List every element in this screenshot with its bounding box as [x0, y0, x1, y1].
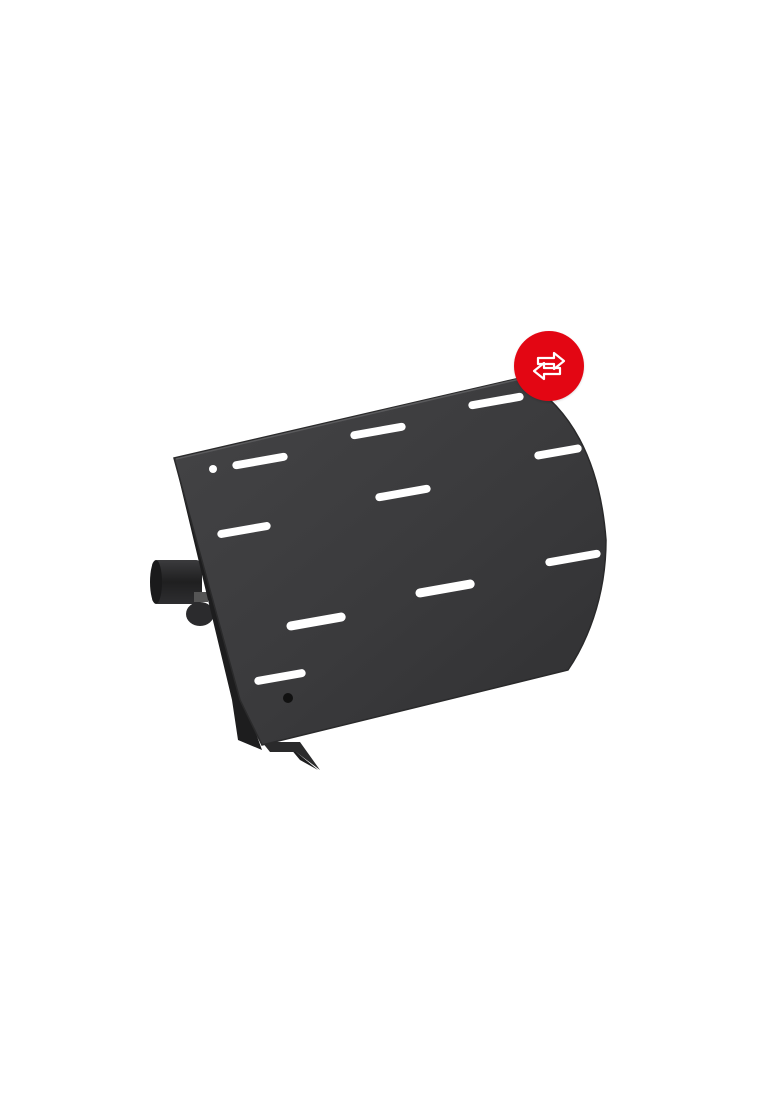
slot: [375, 484, 431, 502]
mount-hole: [209, 465, 217, 473]
swap-badge: [514, 331, 584, 401]
slot: [254, 669, 306, 685]
slot: [350, 422, 406, 440]
mounting-tube: [150, 560, 214, 626]
plate-edge-highlight: [175, 378, 521, 460]
slot: [217, 522, 271, 538]
slot: [545, 549, 601, 567]
slot: [534, 444, 582, 460]
mount-hole: [283, 693, 293, 703]
swap-arrows-icon: [532, 351, 566, 381]
slot: [468, 392, 524, 410]
slot: [415, 579, 475, 598]
mounting-plate: [173, 377, 607, 746]
plate-slots: [209, 392, 601, 703]
slot: [232, 452, 288, 470]
slot: [286, 612, 346, 631]
